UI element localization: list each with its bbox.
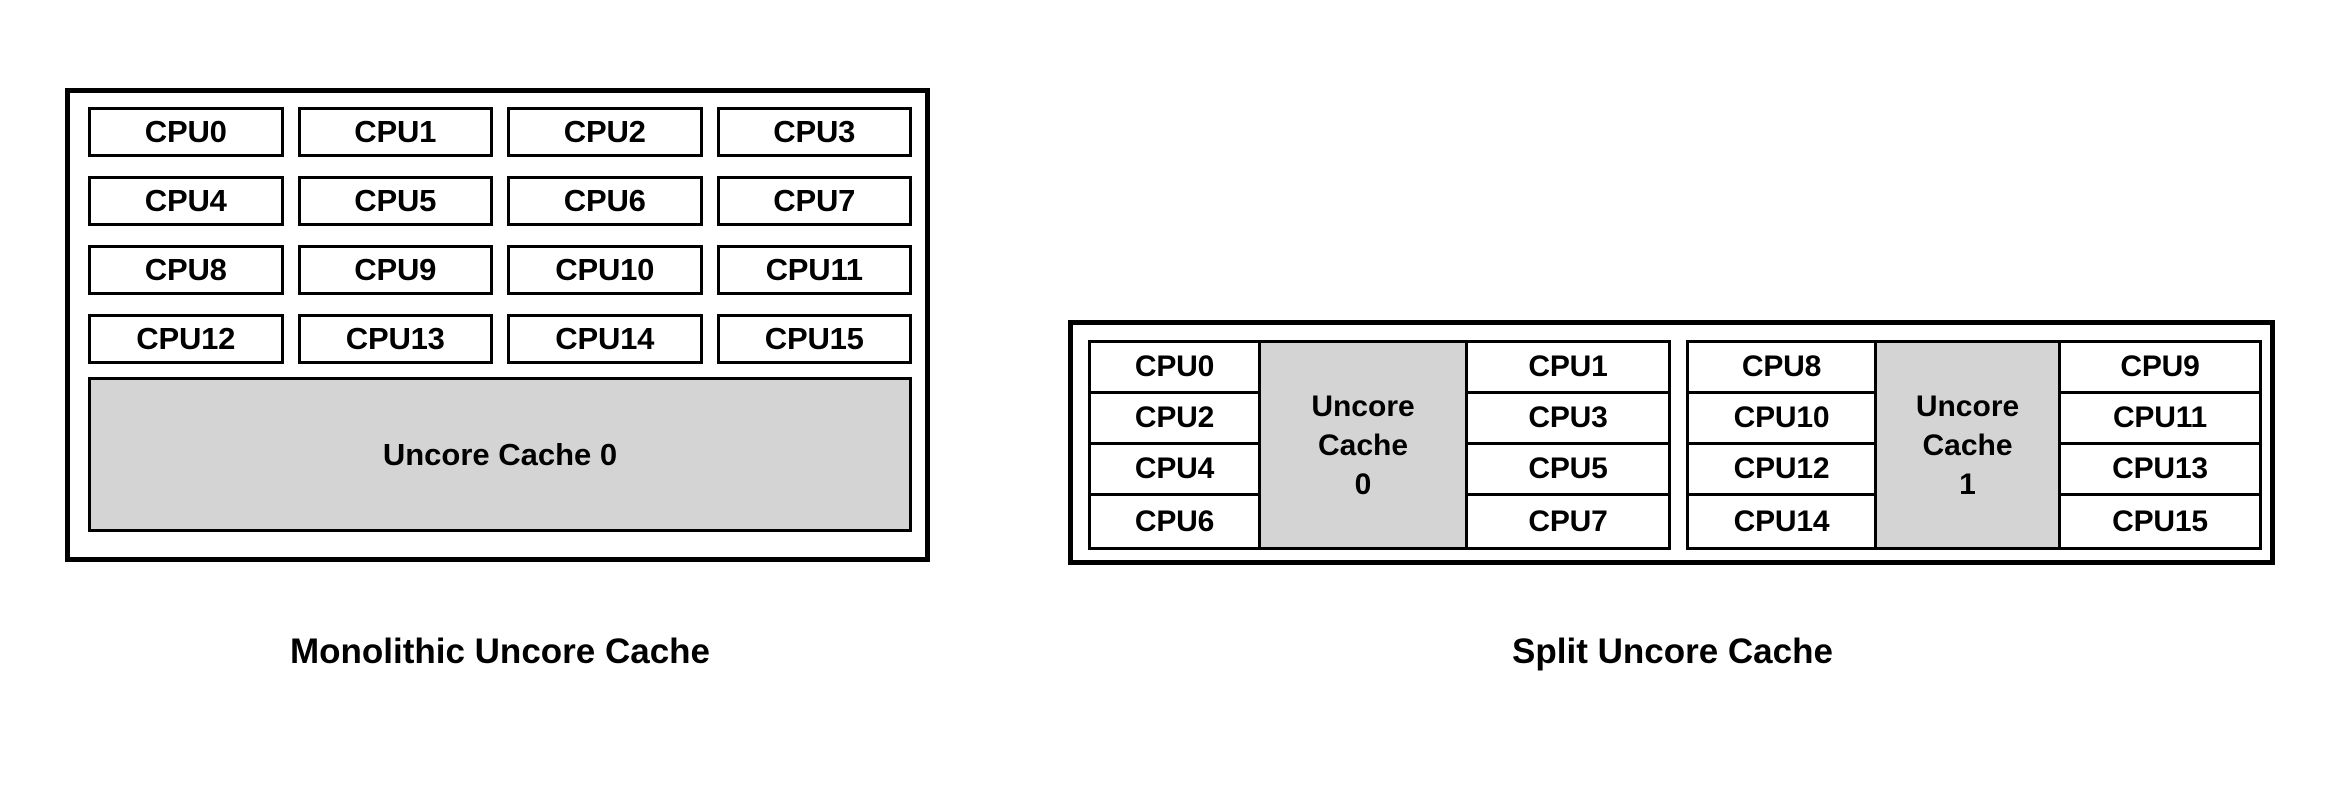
monolithic-contents: CPU0 CPU1 CPU2 CPU3 CPU4 CPU5 CPU6 CPU7 … xyxy=(88,107,912,549)
split-uncore-cache-box-0: Uncore Cache 0 xyxy=(1258,343,1468,547)
cpu-box: CPU7 xyxy=(716,176,912,226)
cache-label-line: 1 xyxy=(1959,467,1976,501)
cpu-box: CPU12 xyxy=(88,314,284,364)
split-package-frame: CPU0 Uncore Cache 0 CPU1 CPU2 CPU3 CPU4 … xyxy=(1068,320,2275,565)
cache-label-line: Uncore xyxy=(1915,389,2020,423)
monolithic-uncore-cache-box: Uncore Cache 0 xyxy=(88,377,912,532)
cpu-box: CPU9 xyxy=(2061,343,2259,394)
cpu-box: CPU3 xyxy=(1468,394,1668,445)
cpu-box: CPU15 xyxy=(2061,496,2259,547)
cpu-box: CPU2 xyxy=(1091,394,1258,445)
cpu-box: CPU1 xyxy=(297,107,493,157)
cpu-box: CPU12 xyxy=(1689,445,1874,496)
cpu-box: CPU5 xyxy=(297,176,493,226)
cpu-box: CPU6 xyxy=(507,176,703,226)
cpu-box: CPU11 xyxy=(716,245,912,295)
cache-label-line: Uncore xyxy=(1311,389,1415,423)
cpu-box: CPU13 xyxy=(297,314,493,364)
cpu-box: CPU4 xyxy=(88,176,284,226)
split-contents: CPU0 Uncore Cache 0 CPU1 CPU2 CPU3 CPU4 … xyxy=(1088,340,2262,550)
cpu-box: CPU2 xyxy=(507,107,703,157)
cpu-box: CPU1 xyxy=(1468,343,1668,394)
cpu-box: CPU10 xyxy=(507,245,703,295)
cpu-box: CPU8 xyxy=(88,245,284,295)
split-group-0: CPU0 Uncore Cache 0 CPU1 CPU2 CPU3 CPU4 … xyxy=(1088,340,1671,550)
split-uncore-cache-box-1: Uncore Cache 1 xyxy=(1874,343,2061,547)
cpu-box: CPU0 xyxy=(1091,343,1258,394)
cpu-box: CPU5 xyxy=(1468,445,1668,496)
split-caption: Split Uncore Cache xyxy=(1512,632,1833,671)
cpu-box: CPU15 xyxy=(716,314,912,364)
cpu-box: CPU3 xyxy=(716,107,912,157)
split-group-1: CPU8 Uncore Cache 1 CPU9 CPU10 CPU11 CPU… xyxy=(1686,340,2262,550)
cpu-box: CPU11 xyxy=(2061,394,2259,445)
monolithic-package-frame: CPU0 CPU1 CPU2 CPU3 CPU4 CPU5 CPU6 CPU7 … xyxy=(65,88,930,562)
cpu-box: CPU9 xyxy=(297,245,493,295)
cpu-box: CPU14 xyxy=(1689,496,1874,547)
monolithic-caption: Monolithic Uncore Cache xyxy=(289,632,711,671)
cpu-box: CPU0 xyxy=(88,107,284,157)
cpu-box: CPU14 xyxy=(507,314,703,364)
cpu-box: CPU10 xyxy=(1689,394,1874,445)
monolithic-cpu-grid: CPU0 CPU1 CPU2 CPU3 CPU4 CPU5 CPU6 CPU7 … xyxy=(88,107,912,364)
cpu-box: CPU6 xyxy=(1091,496,1258,547)
cache-label-line: Cache xyxy=(1922,428,2013,462)
cpu-box: CPU13 xyxy=(2061,445,2259,496)
cpu-box: CPU7 xyxy=(1468,496,1668,547)
cpu-box: CPU4 xyxy=(1091,445,1258,496)
cpu-box: CPU8 xyxy=(1689,343,1874,394)
cache-label-line: Cache xyxy=(1317,428,1409,462)
cache-label-line: 0 xyxy=(1354,467,1372,501)
